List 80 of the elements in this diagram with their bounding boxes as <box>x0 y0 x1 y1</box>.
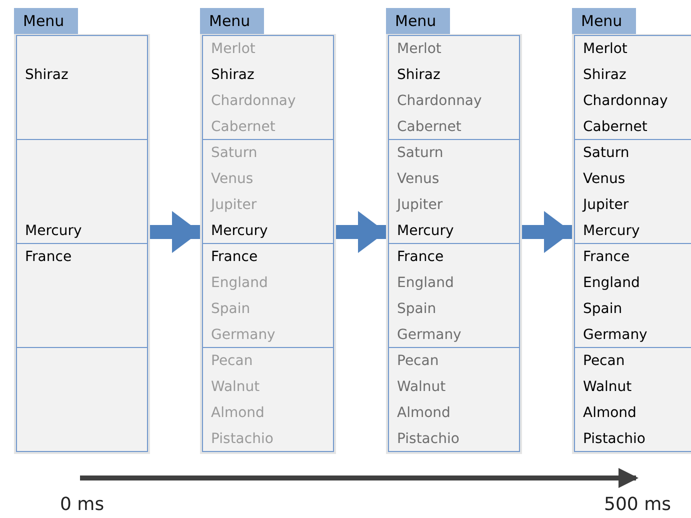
menu-item: France <box>583 248 630 266</box>
menu-section <box>16 243 148 348</box>
menu-section <box>202 139 334 244</box>
menu-item: Shiraz <box>211 66 254 84</box>
menu-item: England <box>583 274 640 292</box>
menu-item: Pecan <box>397 352 439 370</box>
menu-panel <box>572 8 691 454</box>
menu-item: Walnut <box>211 378 260 396</box>
menu-section <box>574 243 691 348</box>
menu-item: Chardonnay <box>583 92 668 110</box>
menu-section <box>388 35 520 140</box>
menu-section <box>202 35 334 140</box>
menu-item: Mercury <box>397 222 454 240</box>
menu-section <box>16 35 148 140</box>
menu-item: England <box>397 274 454 292</box>
arrow <box>522 211 572 253</box>
menu-item: Saturn <box>397 144 444 162</box>
menu-item: Saturn <box>211 144 258 162</box>
menu-item: Walnut <box>583 378 632 396</box>
menu-item: Merlot <box>583 40 628 58</box>
time-label: 0 ms <box>60 494 104 515</box>
menu-tab: Menu <box>572 8 636 34</box>
menu-item: Walnut <box>397 378 446 396</box>
menu-item: Shiraz <box>25 66 68 84</box>
menu-item: Chardonnay <box>211 92 296 110</box>
menu-section <box>16 347 148 452</box>
menu-item: Cabernet <box>211 118 276 136</box>
menu-item: Mercury <box>211 222 268 240</box>
menu-item: Chardonnay <box>397 92 482 110</box>
menu-panel <box>200 8 336 454</box>
menu-section <box>16 139 148 244</box>
menu-item: France <box>25 248 72 266</box>
menu-item: Germany <box>397 326 462 344</box>
menu-tab: Menu <box>200 8 264 34</box>
menu-item: Germany <box>211 326 276 344</box>
menu-item: Spain <box>583 300 622 318</box>
menu-item: Jupiter <box>397 196 443 214</box>
menu-item: Cabernet <box>397 118 462 136</box>
menu-item: Jupiter <box>211 196 257 214</box>
menu-item: Pistachio <box>583 430 646 448</box>
menu-item: Almond <box>211 404 264 422</box>
menu-item: Merlot <box>211 40 256 58</box>
menu-item: Jupiter <box>583 196 629 214</box>
menu-item: England <box>211 274 268 292</box>
menu-item: Pecan <box>583 352 625 370</box>
menu-item: Venus <box>211 170 254 188</box>
menu-section <box>202 347 334 452</box>
menu-item: France <box>211 248 258 266</box>
menu-section <box>388 139 520 244</box>
menu-item: Shiraz <box>397 66 440 84</box>
menu-section <box>574 35 691 140</box>
menu-section <box>388 243 520 348</box>
menu-section <box>574 139 691 244</box>
menu-item: Spain <box>397 300 436 318</box>
menu-item: Shiraz <box>583 66 626 84</box>
menu-item: Pistachio <box>397 430 460 448</box>
menu-tab: Menu <box>386 8 450 34</box>
menu-item: Almond <box>397 404 450 422</box>
menu-tab: Menu <box>14 8 78 34</box>
time-label: 500 ms <box>604 494 671 515</box>
arrow <box>336 211 386 253</box>
menu-panel <box>386 8 522 454</box>
menu-panel <box>14 8 150 454</box>
menu-item: Venus <box>583 170 626 188</box>
menu-item: Mercury <box>583 222 640 240</box>
menu-item: Merlot <box>397 40 442 58</box>
menu-item: Spain <box>211 300 250 318</box>
menu-item: Pistachio <box>211 430 274 448</box>
menu-item: Venus <box>397 170 440 188</box>
menu-item: Pecan <box>211 352 253 370</box>
menu-item: France <box>397 248 444 266</box>
menu-section <box>202 243 334 348</box>
menu-item: Mercury <box>25 222 82 240</box>
menu-item: Germany <box>583 326 648 344</box>
menu-item: Saturn <box>583 144 630 162</box>
menu-item: Almond <box>583 404 636 422</box>
menu-section <box>388 347 520 452</box>
menu-section <box>574 347 691 452</box>
arrow <box>150 211 200 253</box>
menu-item: Cabernet <box>583 118 648 136</box>
